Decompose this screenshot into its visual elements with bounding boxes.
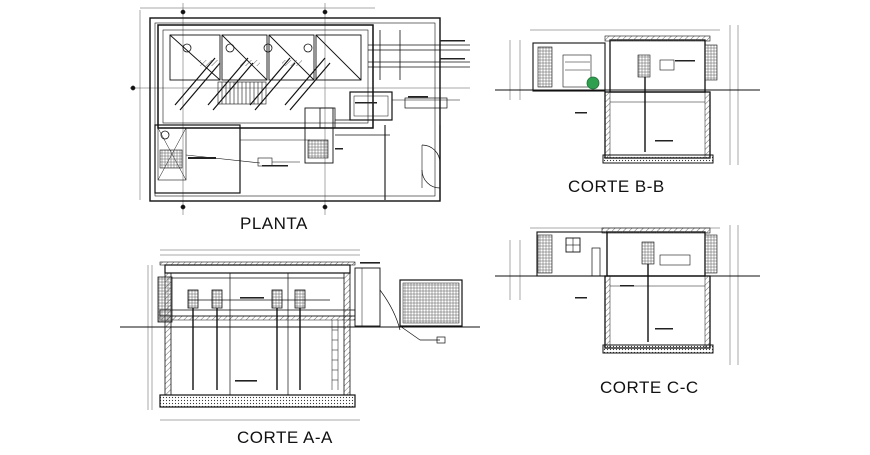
section-a-a	[120, 249, 480, 421]
title-corte-cc: CORTE C-C	[600, 378, 699, 397]
title-corte-aa: CORTE A-A	[237, 428, 333, 447]
plan-stairs	[217, 81, 267, 105]
plan-equipment-room	[154, 124, 241, 194]
section-b-b	[495, 25, 760, 165]
title-planta: PLANTA	[240, 214, 308, 233]
plan-cistern-block	[157, 24, 374, 129]
section-a-fence-block	[399, 279, 463, 327]
plan-view	[130, 3, 470, 215]
section-a-pumps	[187, 289, 330, 390]
pump-accent-green	[586, 76, 600, 90]
plan-outer-wall	[149, 17, 441, 202]
section-c-c	[495, 225, 760, 365]
title-corte-bb: CORTE B-B	[568, 177, 665, 196]
section-c-cistern	[604, 275, 711, 349]
